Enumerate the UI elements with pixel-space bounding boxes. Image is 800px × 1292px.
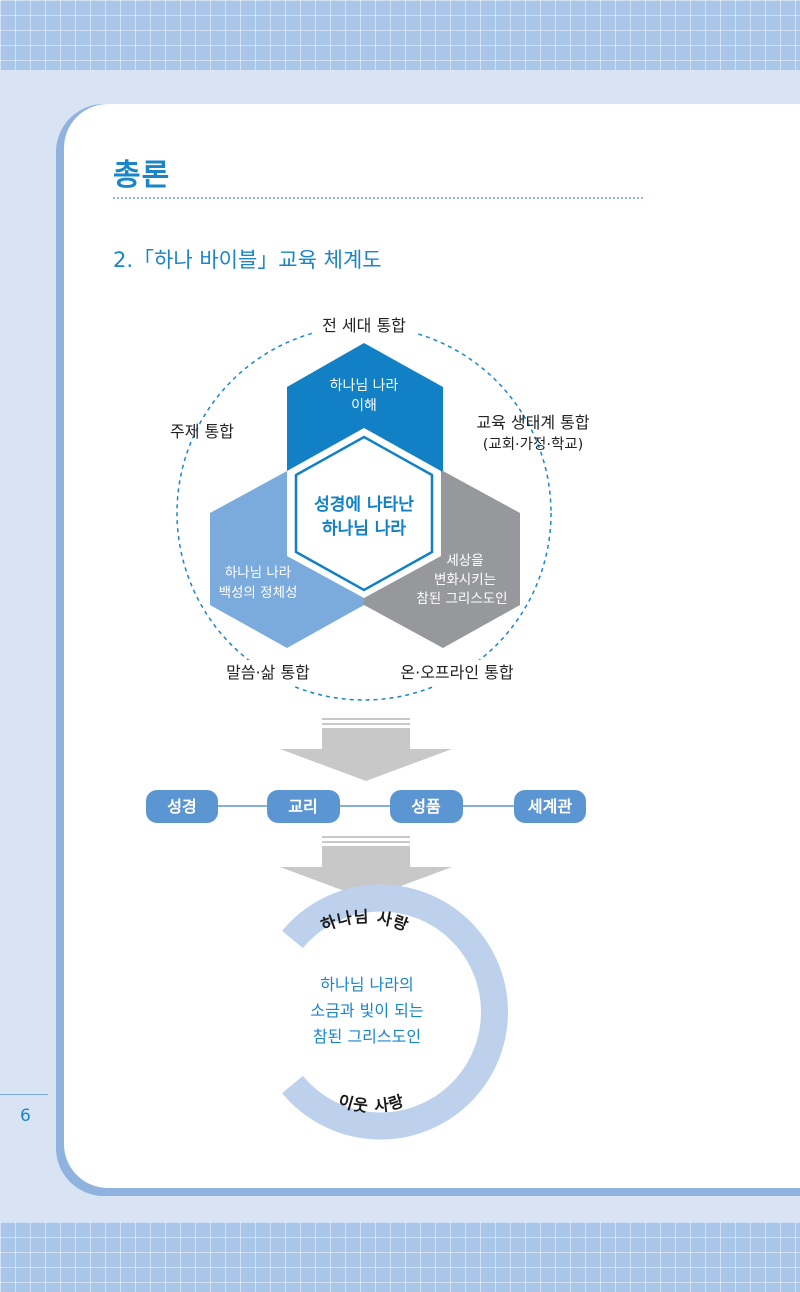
pill-doctrine: 교리 <box>267 790 340 823</box>
label-top: 전 세대 통합 <box>322 316 406 335</box>
pill-worldview-label: 세계관 <box>528 797 572 816</box>
pill-doctrine-label: 교리 <box>288 797 317 816</box>
ring-bottom-label: 이웃 사랑 <box>336 1091 406 1116</box>
hex-right-line3: 참된 그리스도인 <box>416 591 507 607</box>
down-arrow-1 <box>280 718 452 781</box>
hex-top-line2: 이해 <box>351 398 377 414</box>
label-left: 주제 통합 <box>170 422 234 441</box>
pill-bible: 성경 <box>146 790 218 823</box>
hex-center-line1: 성경에 나타난 <box>314 495 414 515</box>
label-bg-bottom-left <box>218 660 318 686</box>
hexagon-center <box>294 435 434 592</box>
hex-left-line2: 백성의 정체성 <box>219 585 298 601</box>
label-bottom-left: 말씀·삶 통합 <box>226 663 310 682</box>
label-bg-top <box>312 312 416 338</box>
ring-center-line2: 소금과 빛이 되는 <box>310 1001 423 1020</box>
pill-character: 성품 <box>390 790 463 823</box>
top-decorative-band <box>0 0 800 70</box>
label-right-line2: (교회·가정·학교) <box>483 436 584 453</box>
label-bottom-right: 온·오프라인 통합 <box>400 663 513 682</box>
hex-right-line1: 세상을 <box>446 553 483 569</box>
down-arrow-2 <box>280 836 452 899</box>
label-bg-bottom-right <box>388 660 526 686</box>
hex-right-line2: 변화시키는 <box>434 572 496 588</box>
subtitle: 2.「하나 바이블」교육 체계도 <box>113 248 382 272</box>
pill-worldview: 세계관 <box>514 790 586 823</box>
bottom-decorative-band <box>0 1222 800 1292</box>
hex-left-line1: 하나님 나라 <box>225 565 292 581</box>
ring-center-line3: 참된 그리스도인 <box>313 1027 421 1046</box>
ring-center-line1: 하나님 나라의 <box>320 975 413 994</box>
pill-bible-label: 성경 <box>167 797 196 816</box>
label-right-line1: 교육 생태계 통합 <box>476 413 589 432</box>
hex-center-line2: 하나님 나라 <box>322 519 406 539</box>
hex-top-line1: 하나님 나라 <box>330 378 399 394</box>
title-divider <box>113 197 643 199</box>
ring-arc <box>282 884 508 1140</box>
page-number-rule <box>0 1094 48 1095</box>
section-title: 총론 <box>113 158 171 193</box>
page-card <box>64 104 800 1188</box>
page-number: 6 <box>20 1106 31 1126</box>
pill-character-label: 성품 <box>411 797 441 816</box>
